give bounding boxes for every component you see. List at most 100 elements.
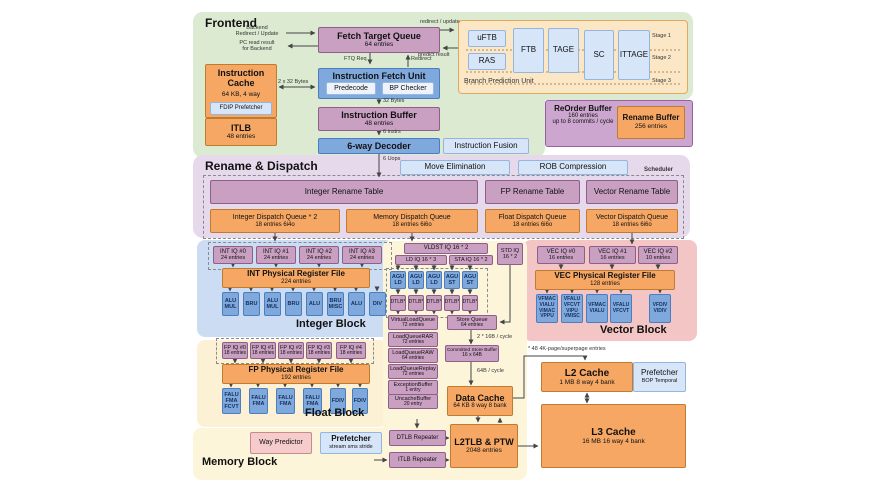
rename-table-0: Integer Rename Table <box>210 180 478 204</box>
mem-queue-4-sub: 1 entry <box>405 386 421 393</box>
bpu-component-3-label: TAGE <box>552 45 575 55</box>
ibuf-title: Instruction Buffer <box>341 110 417 121</box>
int-iq-0-sub: 24 entries <box>220 255 246 262</box>
itlb-repeater-label: ITLB Repeater <box>397 456 438 463</box>
dtlb-repeater-box: DTLB Repeater <box>389 430 446 446</box>
fp-iq-4-sub: 18 entries <box>340 349 362 356</box>
bw16-label: 2 * 16B / cycle <box>477 334 513 340</box>
rob-sub1: 160 entries <box>568 113 598 119</box>
bpu-stage-2-label: Stage 3 <box>652 78 671 84</box>
rename-dispatch-label: Rename & Dispatch <box>205 159 318 173</box>
int-unit-0-line0: ALU <box>224 297 237 304</box>
agu-2-line0: AGU <box>427 273 441 280</box>
fp-unit-2-line0: FALU <box>278 394 293 401</box>
bpu-stage-0-label: Stage 1 <box>652 33 671 39</box>
bpu-label: Branch Prediction Unit <box>464 78 534 85</box>
bpu-component-0-label: uFTB <box>477 33 497 43</box>
rename-buffer-title: Rename Buffer <box>622 113 680 123</box>
int-unit-6: ALU <box>348 292 365 316</box>
l2-cache-box: L2 Cache 1 MB 8 way 4 bank <box>541 362 633 392</box>
bpu-ras-box: RAS <box>468 53 506 70</box>
int-unit-6-line0: ALU <box>350 300 363 307</box>
l2-prefetcher-sub: BOP Temporal <box>641 378 678 385</box>
dtlb-1-label: DTLB* <box>408 299 424 306</box>
int-prf-title: INT Physical Register File <box>247 269 345 279</box>
fp-iq-3-title: FP IQ #3 <box>308 344 330 351</box>
std-iq-box: STD IQ 16 * 2 <box>497 243 523 265</box>
rename-table-1: FP Rename Table <box>485 180 580 204</box>
rob-text: ReOrder Buffer 160 entries up to 8 commi… <box>548 104 618 125</box>
move-elimination-box: Move Elimination <box>400 160 510 175</box>
ld-iq-box: LD IQ 16 * 3 <box>395 255 447 265</box>
pc-read-label: PC read result for Backend <box>239 40 275 53</box>
vldst-iq-label: VLDST IQ 16 * 2 <box>423 245 469 252</box>
int-unit-2-line0: ALU <box>266 297 279 304</box>
int-unit-7: DIV <box>369 292 386 316</box>
int-unit-1: BRU <box>243 292 260 316</box>
mem-queue-5-title: UncacheBuffer <box>394 395 432 402</box>
vec-prf-box: VEC Physical Register File 128 entries <box>535 270 675 290</box>
frontend-label: Frontend <box>205 16 257 30</box>
bytes-2x32-label: 2 x 32 Bytes <box>278 79 309 85</box>
rob-compression-box: ROB Compression <box>518 160 628 175</box>
vec-iq-1-sub: 16 entries <box>600 255 625 262</box>
fp-iq-3-sub: 18 entries <box>308 349 330 356</box>
committed-store-buffer-box: Committed Store Buffer 16 x 64B <box>445 345 499 362</box>
bpu-component-2-label: FTB <box>520 45 537 55</box>
dtlb-repeater-label: DTLB Repeater <box>396 434 439 441</box>
int-unit-3: BRU <box>285 292 302 316</box>
bpu-component-5-label: ITTAGE <box>619 49 649 59</box>
dispatch-queue-0-title: Integer Dispatch Queue * 2 <box>232 213 318 221</box>
mem-queue-0-sub: 72 entries <box>402 321 424 328</box>
l3-cache-box: L3 Cache 16 MB 16 way 4 bank <box>541 404 686 468</box>
dcache-title: Data Cache <box>455 392 505 403</box>
ld-iq-label: LD IQ 16 * 3 <box>405 256 437 263</box>
uops-6-label: 6 Uops <box>383 156 401 162</box>
dtlb-3: DTLB* <box>444 295 460 311</box>
vec-unit-0-line1: VIALU <box>539 301 555 308</box>
itlb-box: ITLB 48 entries <box>205 118 277 146</box>
dtlb-3-label: DTLB* <box>444 299 460 306</box>
fp-iq-4-title: FP IQ #4 <box>340 344 362 351</box>
l2tlb-sub: 2048 entries <box>466 447 502 455</box>
ftq-title: Fetch Target Queue <box>337 31 421 42</box>
vec-unit-4-line0: VFDIV <box>652 301 668 308</box>
fp-iq-2-sub: 18 entries <box>280 349 302 356</box>
vec-iq-0-sub: 16 entries <box>548 255 574 262</box>
predecode-box: Predecode <box>326 82 376 95</box>
ftq-req-label: FTQ Req <box>344 56 367 62</box>
fp-unit-5: FDIV <box>352 388 368 414</box>
csb-title: Committed Store Buffer <box>446 348 498 354</box>
fp-unit-0-line2: FCVT <box>224 404 239 411</box>
decoder-title: 6-way Decoder <box>347 140 411 151</box>
dtlb-2-label: DTLB* <box>426 299 442 306</box>
int-iq-3-sub: 24 entries <box>349 255 375 262</box>
fp-iq-0-sub: 18 entries <box>224 349 246 356</box>
int-unit-0-line1: MUL <box>224 304 237 310</box>
rename-table-2: Vector Rename Table <box>586 180 678 204</box>
bp-checker-label: BP Checker <box>389 84 427 92</box>
integer-block-label: Integer Block <box>296 318 366 330</box>
instruction-buffer-box: Instruction Buffer 48 entries <box>318 107 440 131</box>
vec-unit-1-line1: VFCVT <box>563 301 581 308</box>
dtlb-1: DTLB* <box>408 295 424 311</box>
vector-block-label: Vector Block <box>600 324 667 336</box>
mem-queue-4-title: ExceptionBuffer <box>393 381 433 388</box>
scheduler-outline <box>203 175 684 239</box>
vec-unit-1-line0: VFALU <box>563 296 581 303</box>
